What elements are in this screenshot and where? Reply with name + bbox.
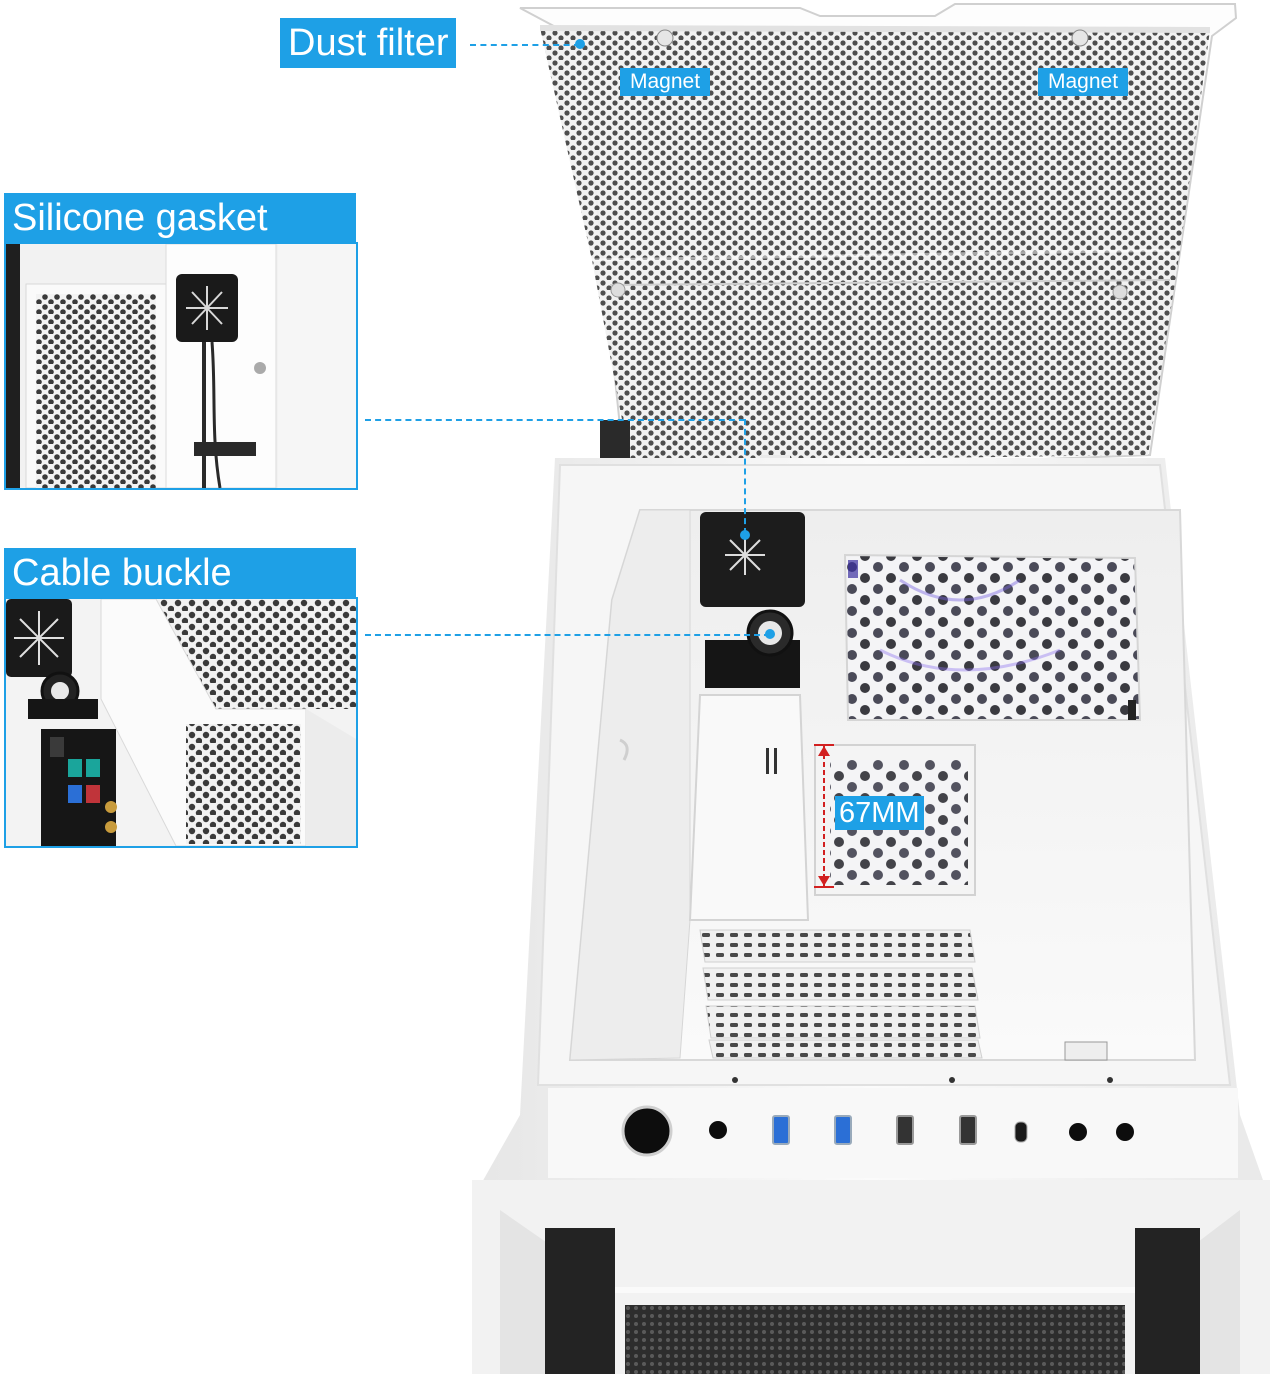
clearance-measurement <box>812 742 836 890</box>
power-button-illustration <box>621 1105 673 1157</box>
magnet-label-left: Magnet <box>620 68 711 96</box>
silicone-gasket-leader-drop <box>744 419 746 534</box>
silicone-gasket-inset <box>4 242 358 490</box>
dust-filter-leader <box>470 44 580 46</box>
cable-buckle-leader <box>365 634 770 636</box>
dust-filter-dot <box>575 39 585 49</box>
cable-buckle-dot <box>765 629 775 639</box>
silicone-gasket-dot <box>740 530 750 540</box>
magnet-label-right: Magnet <box>1038 68 1129 96</box>
cable-buckle-closeup <box>6 599 356 846</box>
measurement-arrow-icon <box>814 744 834 888</box>
cable-buckle-inset <box>4 597 358 848</box>
silicone-gasket-leader <box>365 419 745 421</box>
silicone-gasket-closeup <box>6 244 356 488</box>
silicone-gasket-label: Silicone gasket <box>4 193 356 243</box>
cable-buckle-label: Cable buckle <box>4 548 356 598</box>
dust-filter-label: Dust filter <box>280 18 457 68</box>
clearance-label: 67MM <box>835 796 924 830</box>
